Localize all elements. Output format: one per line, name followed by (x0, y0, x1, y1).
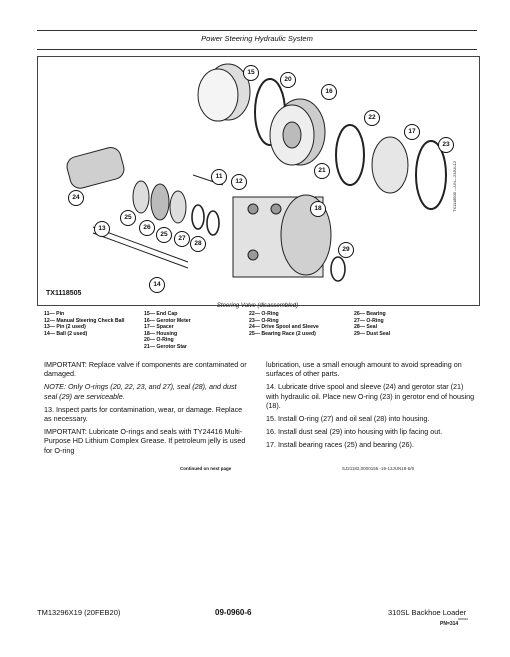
legend-item: 23— O-Ring (249, 317, 279, 324)
callout-21: 21 (314, 163, 330, 179)
legend-item: 14— Ball (2 used) (44, 330, 88, 337)
legend-item: 25— Bearing Race (2 used) (249, 330, 316, 337)
spool-sleeve-shape (66, 147, 125, 189)
step-15: 15. Install O-ring (27) and oil seal (28… (266, 414, 430, 424)
callout-27: 27 (174, 231, 190, 247)
lubrication-continued: lubrication, use a small enough amount t… (266, 360, 462, 379)
legend-item: 17— Spacer (144, 324, 174, 331)
left-column: IMPORTANT: Replace valve if components a… (44, 360, 249, 459)
right-column: lubrication, use a small enough amount t… (266, 360, 476, 454)
important-replace: IMPORTANT: Replace valve if components a… (44, 360, 247, 379)
header-title: Power Steering Hydraulic System (201, 34, 313, 43)
legend-item: 24— Drive Spool and Sleeve (249, 324, 319, 331)
legend-item: 11— Pin (44, 311, 65, 317)
important-lubricate: IMPORTANT: Lubricate O-rings and seals w… (44, 427, 246, 455)
page-number: 09-0960-6 (215, 608, 252, 617)
legend-column: 22— O-Ring 23— O-Ring 24— Drive Spool an… (249, 311, 359, 337)
callout-13: 13 (94, 221, 110, 237)
spacer-shape (371, 136, 409, 194)
reference-code: SJ21182,0000155 -19-12JUN18-6/9 (342, 466, 414, 471)
callout-29: 29 (338, 242, 354, 258)
callout-12: 12 (231, 174, 247, 190)
legend-item: 15— End Cap (144, 311, 178, 317)
legend-item: 21— Gerotor Star (144, 343, 187, 350)
legend-item: 12— Manual Steering Check Ball (44, 317, 125, 324)
callout-18: 18 (310, 201, 326, 217)
figure-id: TX1118505 (46, 290, 82, 297)
legend-item: 16— Gerotor Meter (144, 317, 191, 324)
callout-23: 23 (438, 137, 454, 153)
step-14: 14. Lubricate drive spool and sleeve (24… (266, 382, 475, 410)
legend-item: 22— O-Ring (249, 311, 279, 317)
pn-number: PN=314 (440, 621, 459, 627)
callout-24: 24 (68, 190, 84, 206)
legend-column: 26— Bearing 27— O-Ring 28— Seal 29— Dust… (354, 311, 464, 337)
page-header: Power Steering Hydraulic System (37, 30, 477, 50)
callout-26: 26 (139, 220, 155, 236)
legend-item: 28— Seal (354, 324, 378, 331)
callout-11: 11 (211, 169, 227, 185)
step-13: 13. Inspect parts for contamination, wea… (44, 404, 243, 424)
figure-side-code: TX1118505 —UN—23JUL12 (452, 161, 457, 212)
machine-model: 310SL Backhoe Loader (388, 608, 467, 617)
legend-column: 15— End Cap 16— Gerotor Meter 17— Spacer… (144, 311, 254, 351)
o-ring-23-shape (415, 140, 447, 210)
o-ring-22-shape (335, 124, 365, 186)
legend-item: 29— Dust Seal (354, 330, 391, 337)
legend-item: 13— Pin (2 used) (44, 324, 86, 331)
callout-28: 28 (190, 236, 206, 252)
legend-item: 26— Bearing (354, 311, 386, 317)
step-16: 16. Install dust seal (29) into housing … (266, 427, 443, 437)
legend-item: 18— Housing (144, 330, 178, 337)
callout-16: 16 (321, 84, 337, 100)
manual-number: TM13296X19 (20FEB20) (37, 608, 121, 617)
legend-item: 27— O-Ring (354, 317, 384, 324)
footer-code: 000040 (458, 617, 469, 621)
callout-22: 22 (364, 110, 380, 126)
callout-14: 14 (149, 277, 165, 293)
step-17: 17. Install bearing races (25) and beari… (266, 440, 414, 450)
figure-caption: Steering Valve (disassembled) (216, 303, 299, 309)
legend-item: 20— O-Ring (144, 337, 174, 344)
callout-25: 25 (120, 210, 136, 226)
callout-17: 17 (404, 124, 420, 140)
continued-note: Continued on next page (180, 466, 232, 471)
exploded-diagram: 15 20 16 22 17 23 21 11 12 18 24 25 26 2… (37, 56, 480, 306)
callout-15: 15 (243, 65, 259, 81)
note-serviceable: NOTE: Only O-rings (20, 22, 23, and 27),… (44, 382, 237, 401)
steering-valve-drawing (66, 63, 447, 282)
callout-20: 20 (280, 72, 296, 88)
legend-column: 11— Pin 12— Manual Steering Check Ball 1… (44, 311, 154, 337)
callout-25b: 25 (156, 227, 172, 243)
